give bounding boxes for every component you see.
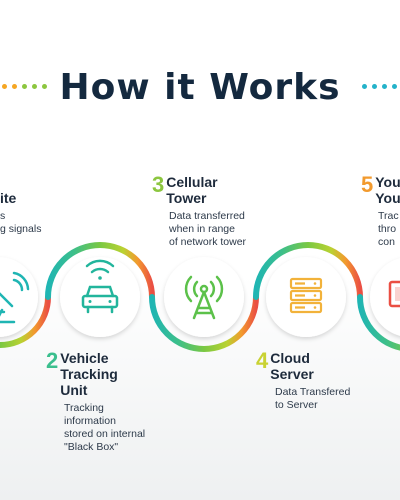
arc-bottom-1	[0, 294, 51, 348]
page-title: How it Works	[59, 67, 341, 108]
step-5-description: Trac thro con	[378, 210, 399, 248]
step-3-description: Data transferred when in range of networ…	[169, 210, 247, 248]
step-1-title: ite	[0, 190, 17, 206]
dot	[2, 84, 7, 89]
left-dot-line	[2, 84, 47, 89]
step-1-circle	[0, 257, 38, 337]
step-2-number: 2	[46, 348, 59, 373]
step-1-description: s g signals	[0, 210, 42, 235]
process-flow-graphic	[0, 242, 400, 352]
wave-connector	[0, 242, 400, 352]
dot	[22, 84, 27, 89]
step-5-title: You You	[375, 174, 400, 206]
step-3-title: Cellular Tower	[166, 174, 218, 206]
step-3-circle	[164, 257, 244, 337]
dot	[362, 84, 367, 89]
arc-bottom-5	[357, 294, 400, 351]
cell-tower-icon	[184, 275, 224, 320]
right-dot-line	[362, 84, 400, 89]
dot	[32, 84, 37, 89]
step-5-number: 5	[361, 174, 374, 197]
step-3-number: 3	[152, 172, 165, 197]
car-signal-icon	[81, 259, 119, 314]
step-3: 3 Cellular Tower Data transferred when i…	[152, 174, 246, 249]
step-2-title: Vehicle Tracking Unit	[60, 350, 118, 398]
step-4-number: 4	[256, 348, 269, 373]
arc-top-2	[45, 242, 155, 300]
step-2-description: Tracking information stored on internal …	[64, 402, 146, 453]
server-icon	[289, 277, 323, 314]
arc-top-4	[253, 242, 363, 300]
step-5: 5 You You Trac thro con	[361, 174, 400, 249]
step-4: 4 Cloud Server Data Transfered to Server	[256, 350, 350, 412]
arc-bottom-3	[149, 294, 259, 352]
dot	[42, 84, 47, 89]
dot	[12, 84, 17, 89]
step-4-circle	[266, 257, 346, 337]
dot	[382, 84, 387, 89]
step-5-circle	[370, 258, 400, 336]
dot	[372, 84, 377, 89]
satellite-dish-icon	[0, 271, 30, 324]
step-1: ite s g signals	[0, 190, 41, 236]
dot	[392, 84, 397, 89]
step-2: 2 Vehicle Tracking Unit Tracking informa…	[46, 350, 145, 454]
step-4-title: Cloud Server	[270, 350, 314, 382]
laptop-icon	[388, 280, 400, 308]
step-4-description: Data Transfered to Server	[275, 386, 351, 411]
